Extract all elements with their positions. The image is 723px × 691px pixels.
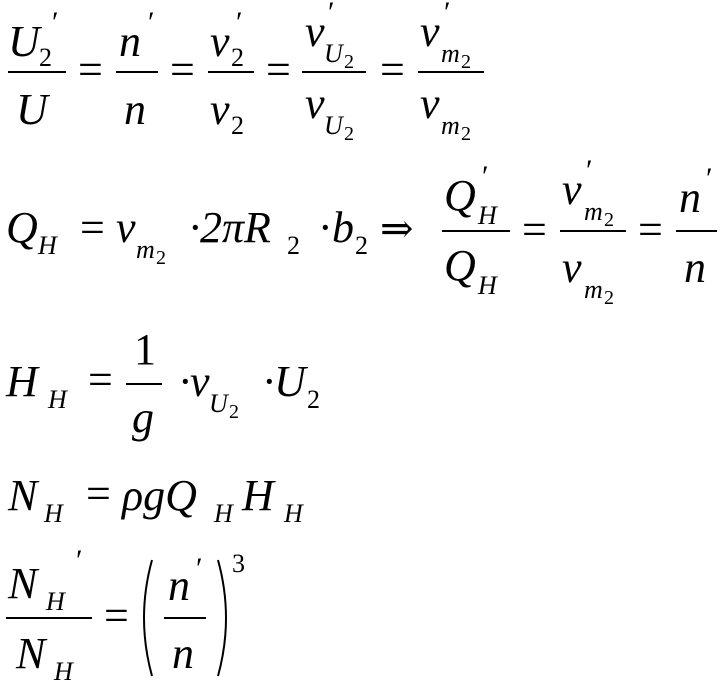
u-subscript: U <box>324 39 345 68</box>
equation-power-scaling: N H ′ N H = n ′ n 3 <box>6 544 245 686</box>
h-subscript: H <box>477 201 498 230</box>
h-subscript: H <box>53 657 74 686</box>
equals-sign: = <box>104 591 129 640</box>
n-symbol: n <box>119 17 141 66</box>
m-subscript: m <box>441 39 460 68</box>
left-parenthesis <box>143 559 153 677</box>
n-symbol: n <box>172 629 194 678</box>
prime-mark: ′ <box>148 6 155 39</box>
dot-operator: · <box>178 357 193 406</box>
m-subscript: m <box>584 197 603 226</box>
equals-sign: = <box>86 469 111 518</box>
n-symbol: n <box>124 85 146 134</box>
dot-operator: · <box>262 357 277 406</box>
v-symbol: v <box>420 79 440 128</box>
u-subscript: U <box>324 111 345 140</box>
numerator-one: 1 <box>134 325 156 374</box>
subscript-2: 2 <box>604 287 614 309</box>
subscript-2: 2 <box>307 385 320 414</box>
v-symbol: v <box>116 203 136 252</box>
b-symbol: b <box>332 203 354 252</box>
h-symbol: H <box>241 471 276 520</box>
equation-flow-rate: Q H = v m 2 · 2πR 2 · b 2 ⇒ Q H ′ Q H = … <box>6 154 717 309</box>
n-symbol: N <box>15 629 48 678</box>
dot-operator: · <box>318 203 333 252</box>
h-subscript: H <box>477 271 498 300</box>
h-subscript: H <box>45 587 66 616</box>
prime-mark: ′ <box>76 544 83 577</box>
v-symbol: v <box>210 85 230 134</box>
u-symbol: U <box>8 17 43 66</box>
dot-operator: · <box>188 203 203 252</box>
v-symbol: v <box>305 7 325 56</box>
v-symbol: v <box>562 165 582 214</box>
m-subscript: m <box>441 111 460 140</box>
h-subscript: H <box>47 385 68 414</box>
equals-sign: = <box>88 355 113 404</box>
subscript-2: 2 <box>231 111 244 140</box>
prime-mark: ′ <box>706 162 713 195</box>
v-symbol: v <box>190 357 210 406</box>
right-parenthesis <box>217 559 227 677</box>
h-subscript: H <box>37 231 58 260</box>
v-symbol: v <box>305 79 325 128</box>
two-pi-r: 2πR <box>200 203 271 252</box>
subscript-2: 2 <box>39 43 52 72</box>
n-symbol: N <box>7 471 40 520</box>
h-subscript: H <box>213 499 234 528</box>
prime-mark: ′ <box>52 6 59 39</box>
n-symbol: n <box>679 173 701 222</box>
subscript-2: 2 <box>461 123 471 145</box>
m-subscript: m <box>584 275 603 304</box>
v-symbol: v <box>210 17 230 66</box>
equals-sign: = <box>380 45 405 94</box>
prime-mark: ′ <box>482 160 489 193</box>
u-symbol: U <box>274 357 309 406</box>
equals-sign: = <box>638 205 663 254</box>
prime-mark: ′ <box>586 154 593 187</box>
n-symbol: n <box>168 561 190 610</box>
v-symbol: v <box>562 243 582 292</box>
h-subscript: H <box>283 499 304 528</box>
prime-mark: ′ <box>444 0 451 29</box>
subscript-2: 2 <box>461 51 471 73</box>
subscript-2: 2 <box>156 247 166 269</box>
prime-mark: ′ <box>196 552 203 585</box>
rho-g-q: ρgQ <box>120 471 197 520</box>
u-subscript: U <box>209 389 230 418</box>
equals-sign: = <box>170 45 195 94</box>
subscript-2: 2 <box>287 231 300 260</box>
g-symbol: g <box>132 393 154 442</box>
q-symbol: Q <box>444 241 476 290</box>
h-subscript: H <box>43 499 64 528</box>
v-symbol: v <box>420 7 440 56</box>
equals-sign: = <box>522 205 547 254</box>
n-symbol: N <box>7 559 40 608</box>
subscript-2: 2 <box>344 123 354 145</box>
subscript-2: 2 <box>229 401 239 423</box>
subscript-2: 2 <box>604 209 614 231</box>
subscript-2: 2 <box>355 231 368 260</box>
equals-sign: = <box>80 203 105 252</box>
subscript-2: 2 <box>231 43 244 72</box>
m-subscript: m <box>136 235 155 264</box>
implies-arrow: ⇒ <box>380 206 414 251</box>
equation-head: H H = 1 g · v U 2 · U 2 <box>5 325 320 442</box>
n-symbol: n <box>684 243 706 292</box>
prime-mark: ′ <box>328 0 335 29</box>
u-symbol: U <box>16 85 51 134</box>
equation-velocity-ratios: U 2 ′ U = n ′ n = v 2 ′ v 2 = v U 2 ′ v … <box>8 0 484 145</box>
equals-sign: = <box>266 45 291 94</box>
q-symbol: Q <box>6 203 38 252</box>
prime-mark: ′ <box>236 6 243 39</box>
subscript-2: 2 <box>344 51 354 73</box>
q-symbol: Q <box>444 171 476 220</box>
equals-sign: = <box>78 45 103 94</box>
h-symbol: H <box>5 357 40 406</box>
equation-power: N H = ρgQ H H H <box>7 469 304 528</box>
exponent-3: 3 <box>232 549 245 578</box>
